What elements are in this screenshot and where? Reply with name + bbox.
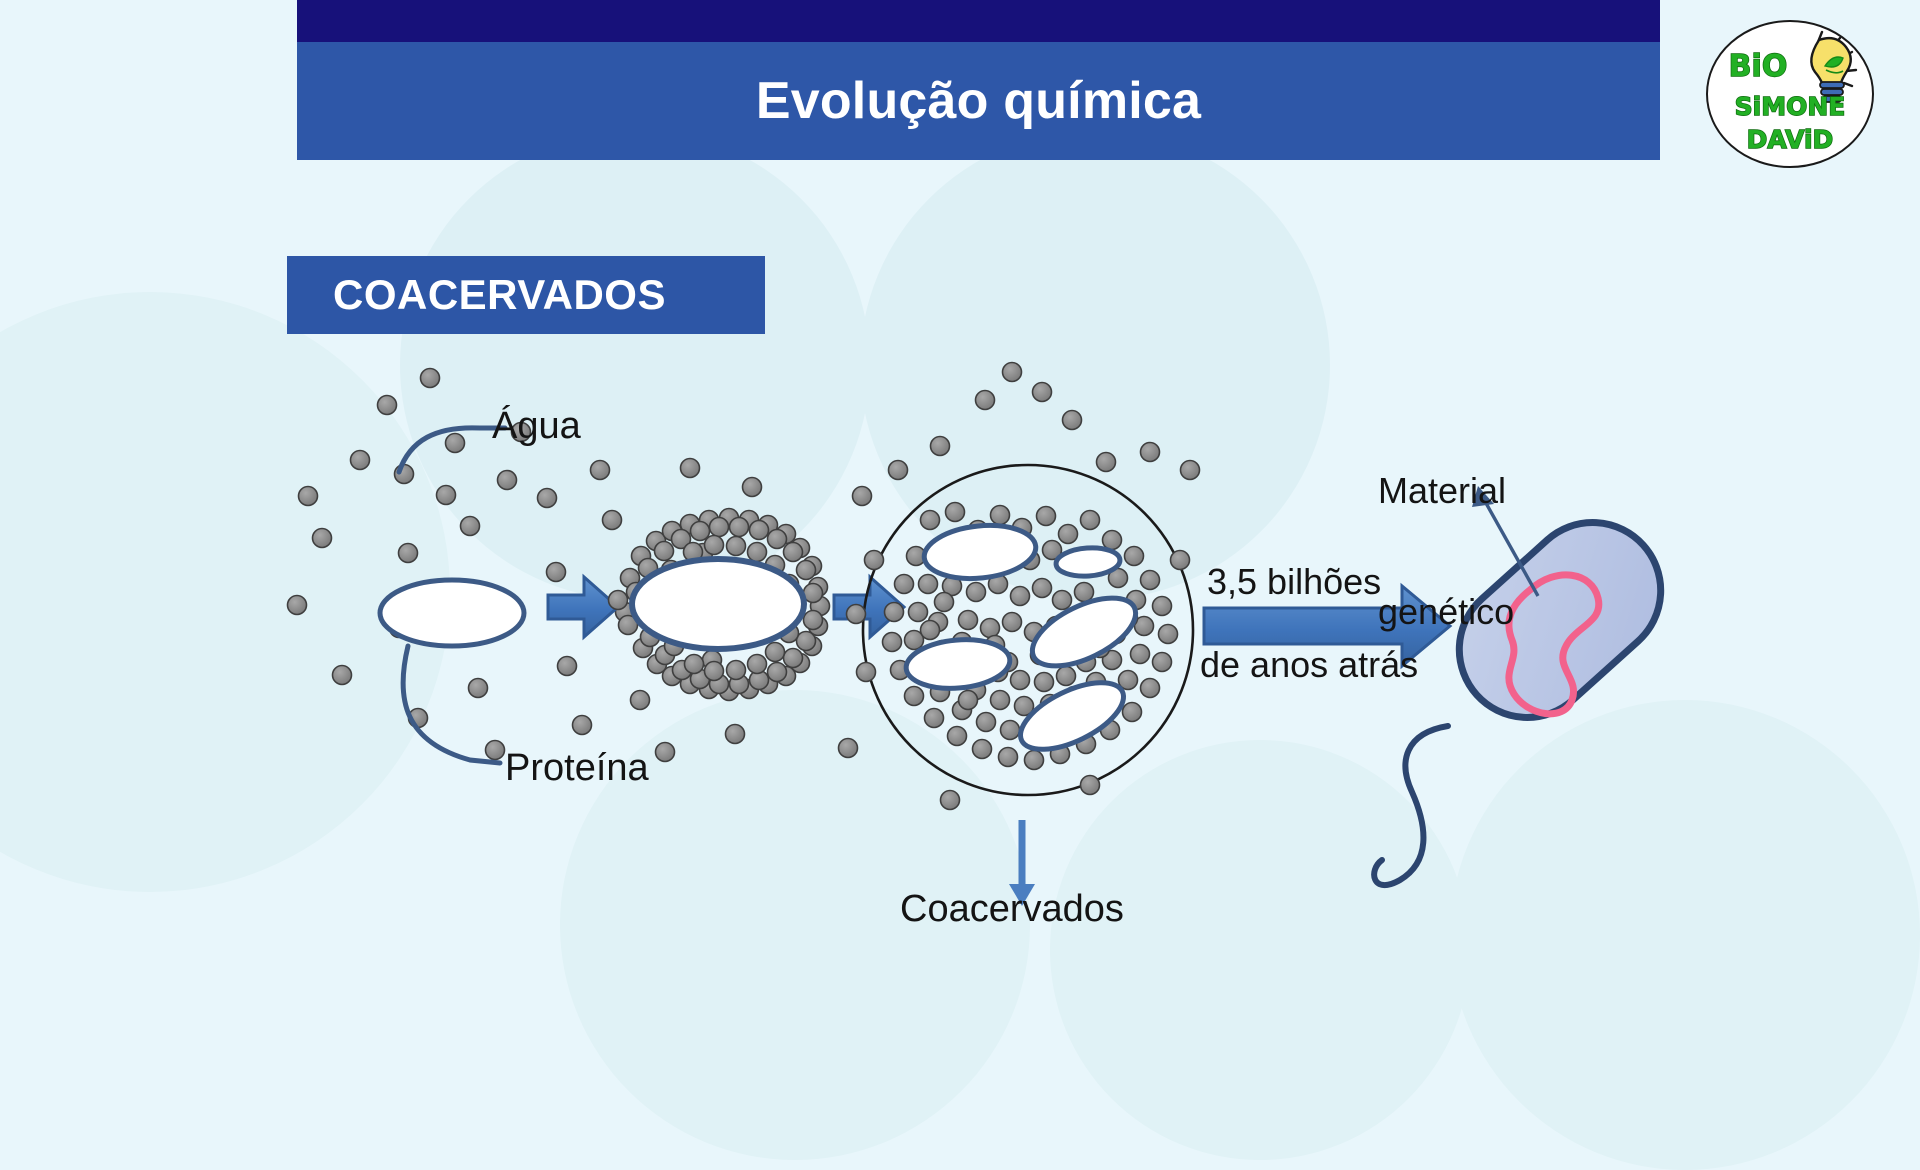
label-material-genetico: Material genético (1378, 390, 1514, 713)
protein-inside-5 (1017, 680, 1127, 752)
label-timespan-line1: 3,5 bilhões (1207, 561, 1382, 602)
arrow-down-to-coacervados-label (1009, 820, 1035, 906)
logo-text-line3: DAViD (1747, 125, 1834, 154)
stage-1-protein-in-water (286, 367, 763, 766)
leaf-icon (1823, 56, 1844, 68)
label-coacervados: Coacervados (900, 888, 1124, 930)
section-heading-label: COACERVADOS (333, 271, 666, 318)
leader-line-agua (396, 425, 508, 475)
label-proteina: Proteína (505, 747, 649, 789)
lightbulb-base-icon (1819, 81, 1845, 103)
coacervate-interior-water (837, 361, 1201, 811)
stage-3-coacervate-droplet (837, 361, 1201, 906)
brand-logo: BiO SiMONE DAViD (1700, 14, 1880, 174)
label-timespan-line2: de anos atrás (1200, 644, 1419, 685)
label-agua: Água (492, 405, 581, 447)
protein-inside-1 (921, 522, 1039, 582)
label-material-genetico-line1: Material (1378, 469, 1507, 511)
label-material-genetico-line2: genético (1378, 590, 1515, 632)
stage-2-hydration-shell (607, 507, 831, 702)
stage-4-first-cell (1371, 486, 1665, 889)
protein-ellipse-stage1 (377, 577, 527, 649)
header-title-band: Evolução química (297, 42, 1660, 160)
slide-canvas: Evolução química (286, 0, 1880, 930)
page-title: Evolução química (755, 72, 1202, 130)
protein-ellipse-stage2 (629, 556, 807, 652)
leader-line-proteina (400, 643, 503, 766)
logo-text-line2: SiMONE (1735, 92, 1846, 121)
leaf-stem-icon (1825, 69, 1844, 74)
protein-inside-4 (903, 637, 1013, 691)
logo-svg: BiO SiMONE DAViD (1706, 20, 1874, 168)
section-heading-coacervados: COACERVADOS (287, 256, 765, 334)
flagellum (1371, 723, 1451, 889)
protein-inside-3 (1029, 595, 1139, 669)
coacervados-diagram (286, 361, 1665, 906)
protein-inside-2 (1053, 545, 1123, 579)
logo-text-line1: BiO (1729, 49, 1788, 84)
arrow-stage1-to-stage2 (546, 573, 621, 641)
dna-loop (1505, 571, 1603, 718)
header-top-band (297, 0, 1660, 42)
arrow-stage2-to-stage3 (832, 573, 907, 641)
pointer-to-genetic-material (1472, 486, 1540, 597)
coacervate-membrane (861, 463, 1195, 797)
arrow-time-3-5-billion-years (1202, 582, 1453, 670)
